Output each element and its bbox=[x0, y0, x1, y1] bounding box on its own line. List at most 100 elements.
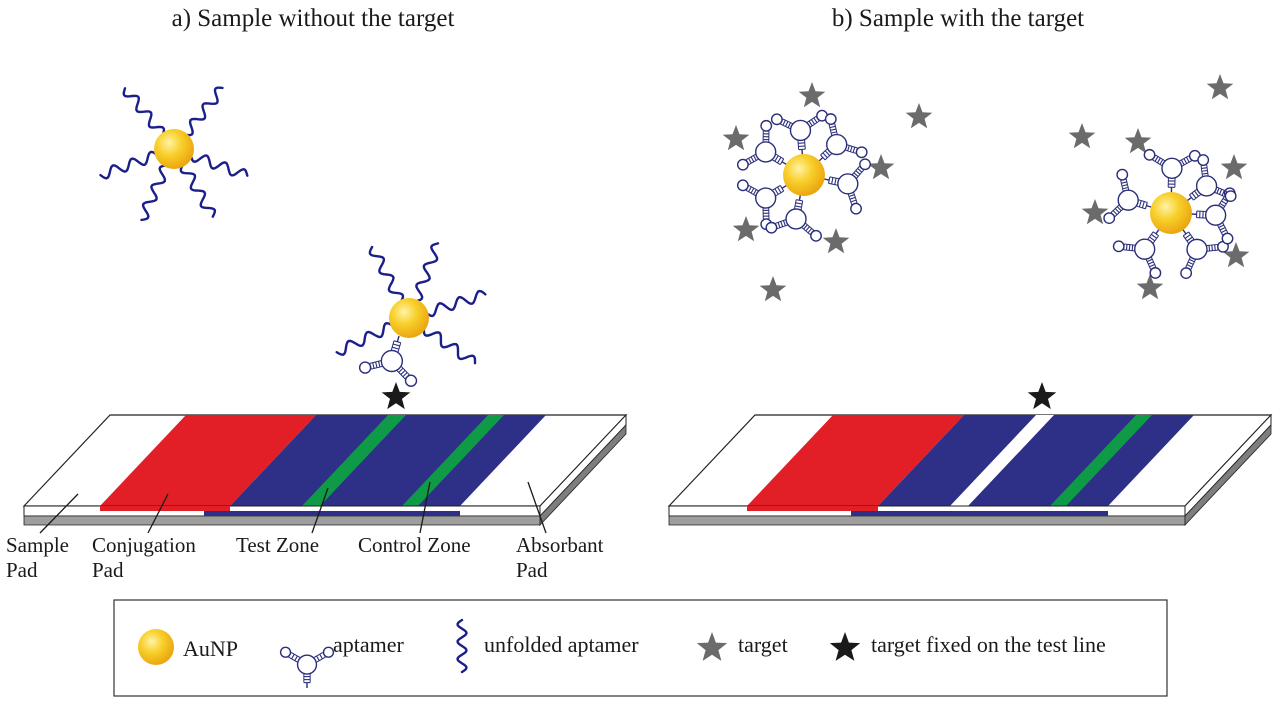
aptamer-rung bbox=[1214, 244, 1216, 251]
aptamer-rung bbox=[1191, 192, 1197, 199]
aptamer-strand bbox=[748, 158, 760, 166]
aptamer-linker bbox=[396, 335, 400, 342]
aptamer-rung bbox=[1219, 226, 1226, 231]
target-star bbox=[1220, 154, 1248, 180]
target-star bbox=[1206, 74, 1234, 100]
target-star bbox=[1136, 274, 1164, 300]
aptamer-strand bbox=[771, 184, 781, 191]
aptamer-rung bbox=[803, 224, 808, 230]
control-line-b bbox=[1050, 415, 1152, 506]
aptamer-rung bbox=[1114, 208, 1120, 214]
membrane-a-edge bbox=[204, 511, 460, 516]
aptamer-stem bbox=[1189, 188, 1202, 201]
aptamer-strand bbox=[1222, 222, 1229, 233]
aptamer-rung bbox=[750, 187, 755, 194]
aptamer-strand bbox=[313, 651, 324, 659]
aptamer-rung bbox=[777, 156, 782, 164]
aptamer-strand bbox=[855, 169, 865, 179]
aptamer-strand bbox=[782, 118, 794, 125]
aptamer-strand bbox=[1155, 154, 1166, 162]
aptamer-rung bbox=[805, 226, 810, 232]
aptamer-arm bbox=[1200, 164, 1209, 178]
aptamer-strand bbox=[853, 191, 858, 203]
aptamer-terminal-loop bbox=[810, 229, 822, 242]
aptamer-strand bbox=[1185, 256, 1191, 268]
aptamer-strand bbox=[1152, 159, 1163, 167]
aptamer-strand bbox=[793, 199, 797, 210]
aptamer-rung bbox=[822, 152, 828, 159]
aptamer-terminal-loop bbox=[824, 113, 837, 126]
aptamer-rung bbox=[810, 119, 816, 125]
unfolded-aptamer bbox=[99, 150, 159, 180]
aptamer-rung bbox=[820, 154, 826, 161]
aptamer-terminal-loop bbox=[358, 361, 372, 374]
aptamer-rung bbox=[796, 199, 803, 202]
aptamer-rung bbox=[777, 186, 782, 194]
target-star bbox=[822, 228, 850, 254]
aptamer-junction-loop bbox=[1204, 204, 1227, 226]
aptamer-terminal-loop bbox=[1149, 267, 1162, 279]
molecules-layer bbox=[99, 74, 1250, 410]
aptamer-rung bbox=[829, 125, 836, 129]
aptamer-rung bbox=[779, 185, 785, 192]
aptamer-strand bbox=[846, 144, 858, 149]
aptamer-terminal-loop bbox=[1180, 267, 1193, 280]
aptamer-terminal-loop bbox=[1112, 240, 1125, 253]
aptamer-rung bbox=[1201, 169, 1208, 172]
aptamer-junction-loop bbox=[755, 187, 777, 209]
aptamer-rung bbox=[1156, 157, 1161, 164]
aptamer-rung bbox=[1146, 258, 1153, 263]
legend-target-icon bbox=[696, 632, 728, 661]
aptamer-arm bbox=[1123, 243, 1137, 252]
aptamer-strand bbox=[1147, 231, 1154, 240]
aptamer-terminal-loop bbox=[859, 158, 871, 171]
aptamer-terminal-loop bbox=[770, 113, 783, 126]
aptamer-strand bbox=[1216, 224, 1224, 236]
aptamer-junction-loop bbox=[755, 141, 777, 163]
leader-control-zone bbox=[419, 481, 431, 534]
target-star bbox=[1081, 199, 1109, 225]
aptamer-junction-loop bbox=[380, 349, 404, 373]
folded-aptamer bbox=[1103, 168, 1153, 225]
aptamer-rung bbox=[1211, 244, 1213, 251]
aptamer-rung bbox=[1202, 172, 1208, 175]
target-star bbox=[1124, 128, 1152, 154]
aptamer-arm bbox=[844, 144, 859, 154]
panel-a-free-aunp bbox=[99, 86, 249, 222]
aptamer-strand bbox=[1152, 235, 1159, 244]
aptamer-rung bbox=[400, 369, 406, 375]
aptamer-strand bbox=[777, 224, 789, 230]
aptamer-rung bbox=[798, 142, 805, 144]
unfolded-aptamer bbox=[189, 154, 249, 177]
legend-aptamer-icon bbox=[279, 646, 335, 688]
aptamer-rung bbox=[1186, 264, 1193, 268]
aptamer-terminal-loop bbox=[322, 646, 335, 658]
aptamer-junction-loop bbox=[1195, 175, 1218, 197]
aptamer-junction-loop bbox=[785, 208, 807, 230]
aptamer-terminal-loop bbox=[855, 146, 868, 159]
aptamer-rung bbox=[1121, 181, 1127, 184]
aptamer-strand bbox=[1178, 155, 1190, 162]
aptamer-strand bbox=[775, 219, 787, 224]
folded-aptamer bbox=[736, 119, 788, 171]
aptamer-rung bbox=[1187, 261, 1194, 265]
aptamer-rung bbox=[294, 655, 298, 661]
aptamer-rung bbox=[319, 653, 323, 660]
strip-a bbox=[22, 413, 628, 527]
aptamer-strand bbox=[1182, 235, 1190, 244]
target-fixed-star bbox=[381, 382, 411, 410]
aptamer-strand bbox=[800, 200, 804, 211]
aptamer-strand bbox=[745, 153, 757, 161]
aptamer-strand bbox=[1123, 249, 1135, 252]
aptamer-rung bbox=[807, 228, 813, 234]
target-star bbox=[722, 125, 750, 151]
target-star bbox=[905, 103, 933, 129]
aptamer-junction-loop bbox=[296, 654, 318, 675]
aptamer-rung bbox=[1154, 156, 1159, 162]
aptamer-strand bbox=[1200, 165, 1204, 177]
aptamer-strand bbox=[371, 365, 383, 370]
conjugation-pad-a-edge bbox=[100, 506, 230, 511]
aptamer-stem bbox=[797, 139, 806, 151]
aunp-bound-a bbox=[389, 298, 429, 338]
aptamer-rung bbox=[782, 220, 786, 226]
